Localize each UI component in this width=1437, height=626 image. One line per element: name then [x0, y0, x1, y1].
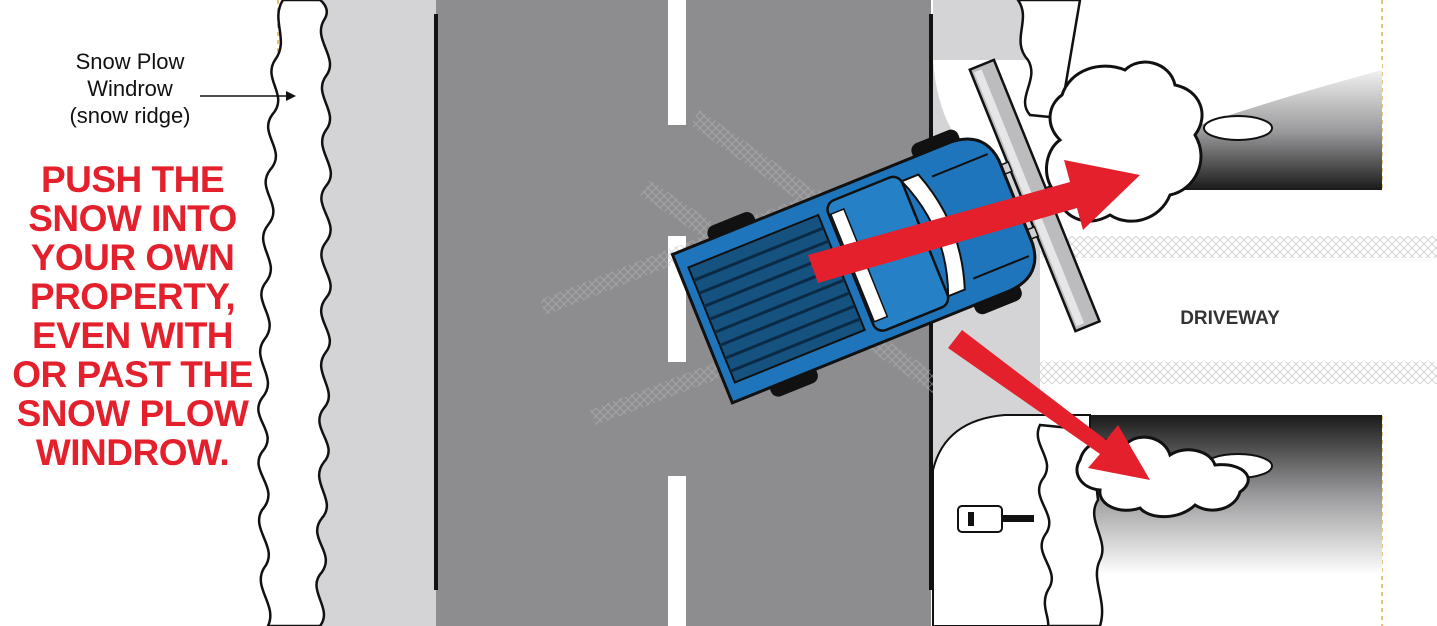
push-arrow-down	[948, 330, 1150, 480]
windrow-label: Snow Plow Windrow (snow ridge)	[30, 48, 230, 129]
instruction-line: EVEN WITH	[31, 315, 234, 356]
mailbox-icon	[957, 505, 1034, 533]
left-shoulder	[310, 0, 438, 626]
windrow-label-line1: Snow Plow	[75, 49, 185, 74]
instruction-line: SNOW INTO	[28, 198, 237, 239]
driveway-label: DRIVEWAY	[1180, 308, 1280, 329]
instruction-line: PUSH THE	[40, 159, 225, 200]
windrow-label-line3: (snow ridge)	[69, 103, 191, 128]
instruction-line: OR PAST THE	[12, 354, 253, 395]
instruction-line: WINDROW.	[35, 432, 230, 473]
push-arrow-up	[808, 160, 1140, 283]
instruction-line: PROPERTY,	[29, 276, 236, 317]
center-line-dash	[668, 476, 686, 626]
windrow-label-line2: Windrow	[87, 76, 173, 101]
instruction-line: SNOW PLOW	[16, 393, 249, 434]
instruction-text: PUSH THE SNOW INTO YOUR OWN PROPERTY, EV…	[0, 160, 265, 472]
instruction-line: YOUR OWN	[30, 237, 235, 278]
center-line-dash	[668, 0, 686, 125]
left-windrow	[257, 0, 333, 626]
